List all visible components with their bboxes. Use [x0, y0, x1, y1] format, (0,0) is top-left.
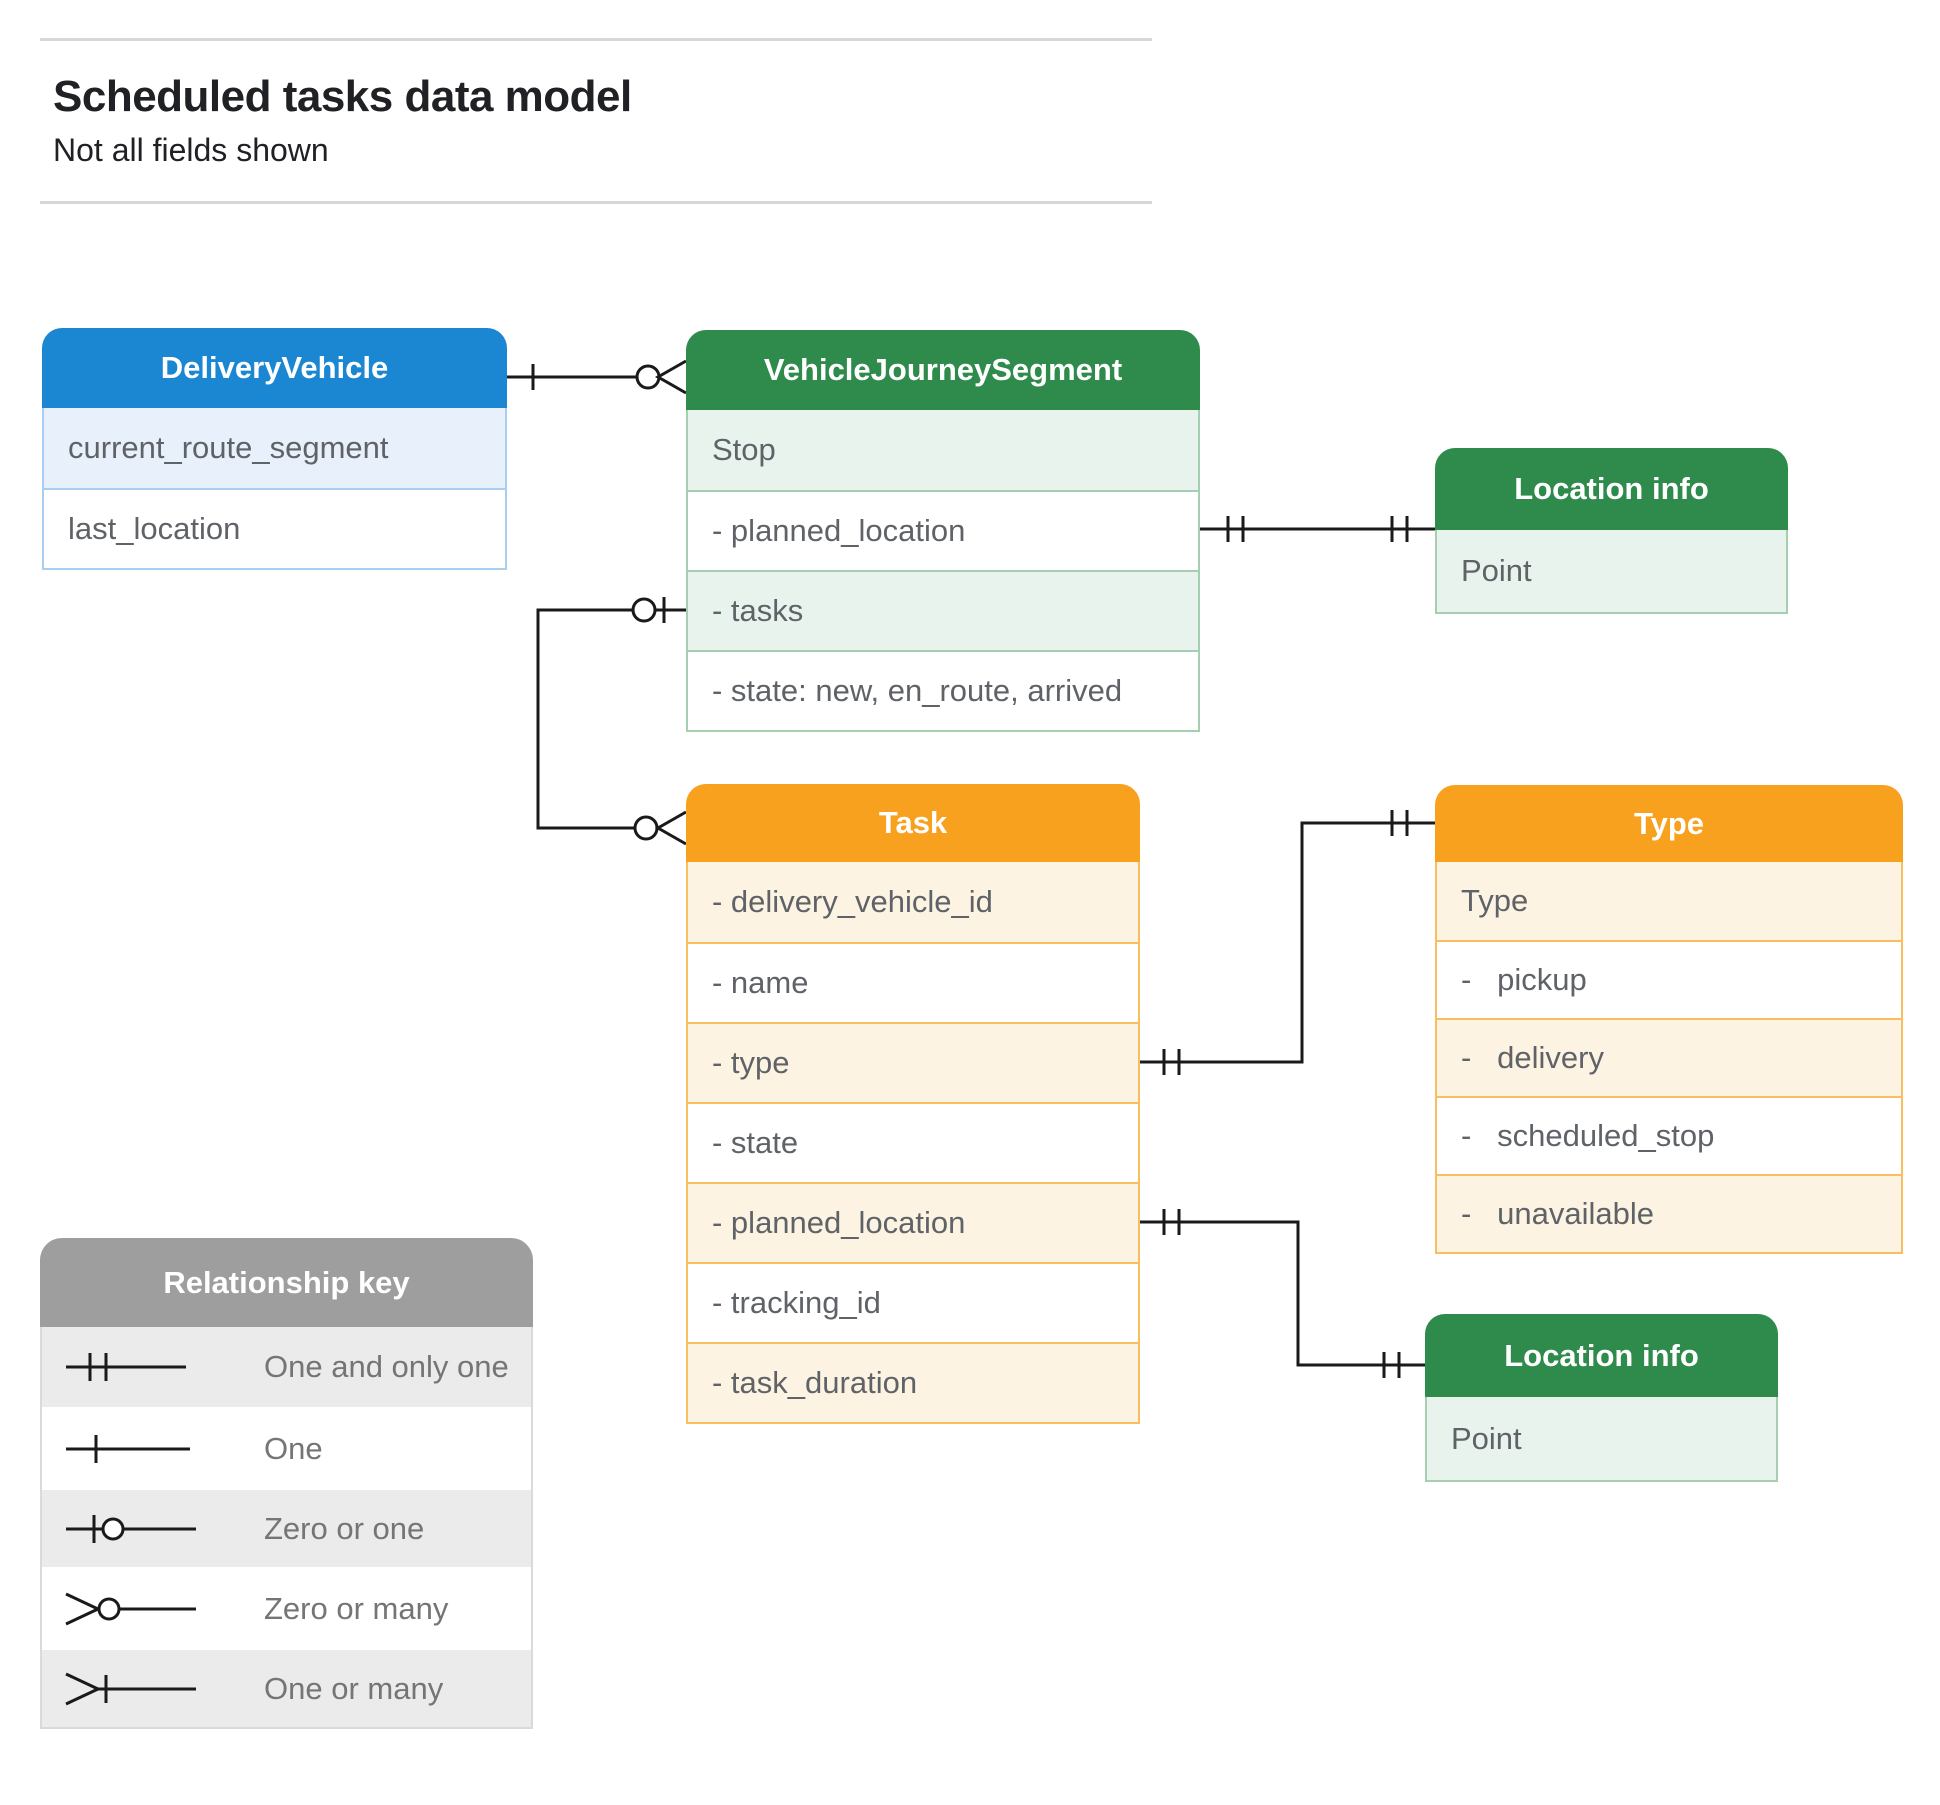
field-type-scheduled-stop: - scheduled_stop: [1437, 1096, 1901, 1174]
page-title: Scheduled tasks data model: [53, 72, 632, 121]
entity-location-info-top-title: Location info: [1435, 448, 1788, 530]
field-vjs-planned-location: - planned_location: [688, 490, 1198, 570]
entity-type: Type Type - pickup - delivery - schedule…: [1435, 785, 1903, 1254]
field-stop: Stop: [688, 410, 1198, 490]
rel-task-type-to-type: [1140, 810, 1435, 1075]
zero-or-many-symbol: [65, 1592, 196, 1625]
rel-vjs-tasks-to-task: [536, 597, 687, 846]
entity-task: Task - delivery_vehicle_id - name - type…: [686, 784, 1140, 1424]
field-current-route-segment: current_route_segment: [44, 408, 505, 488]
legend-item-zero-or-many: Zero or many: [42, 1567, 531, 1647]
rel-deliveryvehicle-to-vjs: [507, 359, 687, 395]
field-type-unavailable: - unavailable: [1437, 1174, 1901, 1252]
entity-location-info-bottom: Location info Point: [1425, 1314, 1778, 1482]
entity-vehicle-journey-segment: VehicleJourneySegment Stop - planned_loc…: [686, 330, 1200, 732]
field-task-delivery-vehicle-id: - delivery_vehicle_id: [688, 862, 1138, 942]
entity-task-title: Task: [686, 784, 1140, 862]
entity-vehicle-journey-segment-title: VehicleJourneySegment: [686, 330, 1200, 410]
legend-item-one-and-only-one: One and only one: [42, 1327, 531, 1407]
field-vjs-tasks: - tasks: [688, 570, 1198, 650]
one-and-only-one-symbol: [66, 1353, 186, 1381]
field-location-bottom-point: Point: [1427, 1397, 1776, 1480]
field-type-label: Type: [1437, 862, 1901, 940]
entity-location-info-bottom-title: Location info: [1425, 1314, 1778, 1397]
field-task-planned-location: - planned_location: [688, 1182, 1138, 1262]
rel-task-plannedlocation-to-locationinfo: [1140, 1209, 1425, 1378]
legend-item-one-or-many: One or many: [42, 1647, 531, 1727]
relationship-key: Relationship key One and only one One: [40, 1238, 533, 1729]
top-divider: [40, 38, 1152, 41]
zero-or-one-symbol: [66, 1514, 196, 1543]
title-divider: [40, 201, 1152, 204]
legend-item-zero-or-one: Zero or one: [42, 1487, 531, 1567]
page-subtitle: Not all fields shown: [53, 132, 329, 168]
relationship-key-title: Relationship key: [40, 1238, 533, 1327]
legend-item-label: Zero or many: [264, 1590, 449, 1626]
legend-item-label: Zero or one: [264, 1510, 425, 1546]
legend-item-label: One and only one: [264, 1349, 509, 1384]
legend-item-label: One: [264, 1430, 323, 1466]
field-task-task-duration: - task_duration: [688, 1342, 1138, 1422]
one-or-many-symbol: [65, 1672, 196, 1705]
entity-location-info-top: Location info Point: [1435, 448, 1788, 614]
rel-vjs-plannedlocation-to-locationinfo: [1200, 516, 1435, 542]
entity-delivery-vehicle-title: DeliveryVehicle: [42, 328, 507, 408]
field-task-state: - state: [688, 1102, 1138, 1182]
legend-item-one: One: [42, 1407, 531, 1487]
field-location-top-point: Point: [1437, 530, 1786, 612]
field-last-location: last_location: [44, 488, 505, 568]
field-task-type: - type: [688, 1022, 1138, 1102]
one-symbol: [66, 1434, 190, 1463]
field-task-name: - name: [688, 942, 1138, 1022]
entity-delivery-vehicle: DeliveryVehicle current_route_segment la…: [42, 328, 507, 570]
legend-item-label: One or many: [264, 1670, 444, 1706]
field-type-delivery: - delivery: [1437, 1018, 1901, 1096]
entity-type-title: Type: [1435, 785, 1903, 862]
field-type-pickup: - pickup: [1437, 940, 1901, 1018]
field-task-tracking-id: - tracking_id: [688, 1262, 1138, 1342]
field-vjs-state: - state: new, en_route, arrived: [688, 650, 1198, 730]
